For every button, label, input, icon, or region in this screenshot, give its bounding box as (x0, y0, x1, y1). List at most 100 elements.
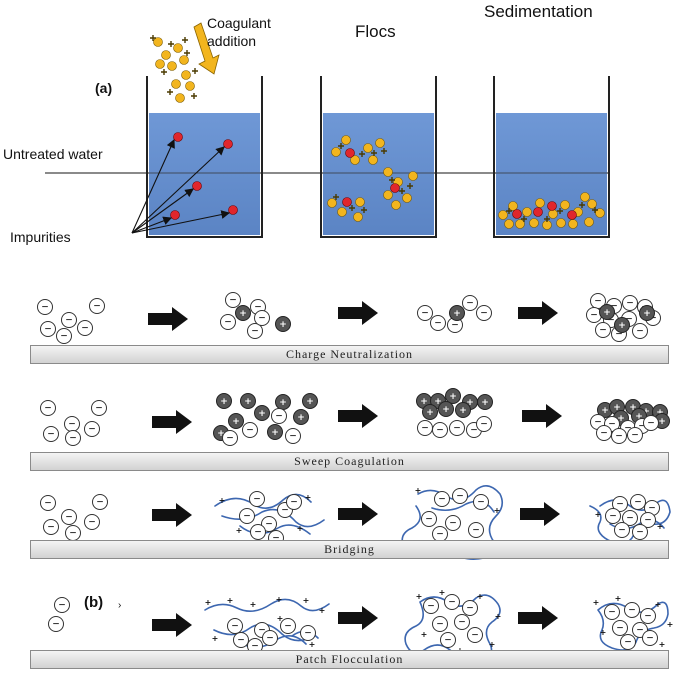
negative-particle (596, 425, 612, 441)
coagulant-particle (529, 218, 539, 228)
positive-sign: + (279, 398, 287, 408)
negative-sign: − (68, 420, 76, 430)
negative-sign: − (289, 432, 297, 442)
polymer-charge: + (236, 526, 243, 535)
polymer-charge: + (477, 592, 484, 601)
negative-sign: − (594, 297, 602, 307)
positive-charge (407, 183, 413, 189)
coagulant-particle (391, 200, 401, 210)
positive-sign: + (258, 409, 266, 419)
mechanism-row-sweep-coagulation: −−−−−−+++++++++−−−−++++++++−−−−−++++++++… (0, 388, 685, 473)
impurities-label: Impurities (10, 229, 71, 245)
negative-particle (242, 422, 258, 438)
impurity-particle (547, 201, 557, 211)
negative-sign: − (254, 528, 262, 538)
negative-particle (91, 400, 107, 416)
transition-arrow (522, 404, 562, 428)
negative-sign: − (647, 419, 655, 429)
negative-sign: − (224, 318, 232, 328)
negative-particle (454, 614, 470, 630)
coagulant-particle (548, 209, 558, 219)
negative-particle (40, 321, 56, 337)
negative-sign: − (625, 315, 633, 325)
coagulant-particle (179, 55, 189, 65)
positive-sign: + (629, 403, 637, 413)
negative-particle (77, 320, 93, 336)
positive-particle (275, 316, 291, 332)
negative-sign: − (616, 500, 624, 510)
coagulant-addition-label: Coagulant addition (207, 15, 271, 49)
mechanism-label-bar: Patch Flocculation (30, 650, 669, 669)
negative-sign: − (44, 325, 52, 335)
negative-sign: − (615, 432, 623, 442)
positive-charge (338, 143, 344, 149)
negative-sign: − (438, 495, 446, 505)
negative-sign: − (434, 319, 442, 329)
negative-particle (445, 515, 461, 531)
negative-sign: − (88, 425, 96, 435)
coagulant-particle (383, 190, 393, 200)
polymer-charge: + (415, 486, 422, 495)
positive-sign: + (232, 417, 240, 427)
coagulant-particle (580, 192, 590, 202)
polymer-charge: + (495, 612, 502, 621)
negative-sign: − (477, 498, 485, 508)
negative-particle (233, 632, 249, 648)
coagulant-particle (167, 61, 177, 71)
coagulant-particle (185, 81, 195, 91)
positive-sign: + (617, 414, 625, 424)
negative-particle (65, 430, 81, 446)
polymer-charge: + (439, 588, 446, 597)
negative-sign: − (266, 634, 274, 644)
negative-sign: − (44, 404, 52, 414)
positive-charge (359, 151, 365, 157)
negative-particle (249, 491, 265, 507)
impurity-particle (533, 207, 543, 217)
negative-particle (622, 510, 638, 526)
positive-sign: + (239, 309, 247, 319)
negative-sign: − (466, 299, 474, 309)
negative-sign: − (251, 642, 259, 652)
polymer-chain (204, 598, 330, 612)
negative-sign: − (93, 302, 101, 312)
positive-sign: + (601, 406, 609, 416)
positive-particle (267, 424, 283, 440)
coagulant-particle (515, 219, 525, 229)
negative-sign: − (65, 513, 73, 523)
negative-sign: − (69, 434, 77, 444)
negative-particle (612, 496, 628, 512)
negative-sign: − (607, 316, 615, 326)
process-diagram (45, 22, 610, 238)
polymer-charge: + (305, 493, 312, 502)
mechanism-label-bar: Bridging (30, 540, 669, 559)
negative-sign: − (258, 626, 266, 636)
positive-charge (349, 205, 355, 211)
negative-sign: − (265, 520, 273, 530)
negative-particle (640, 512, 656, 528)
positive-charge (168, 41, 174, 47)
negative-sign: − (427, 602, 435, 612)
negative-particle (286, 494, 302, 510)
negative-sign: − (453, 424, 461, 434)
coagulant-particle (408, 171, 418, 181)
transition-arrow (518, 301, 558, 325)
negative-particle (92, 494, 108, 510)
coagulant-particle (383, 167, 393, 177)
positive-sign: + (220, 397, 228, 407)
positive-particle (228, 413, 244, 429)
negative-sign: − (638, 422, 646, 432)
positive-particle (438, 401, 454, 417)
negative-particle (271, 408, 287, 424)
untreated-water-label: Untreated water (3, 146, 103, 162)
coagulant-particle (181, 70, 191, 80)
negative-particle (430, 315, 446, 331)
coagulant-particle (331, 147, 341, 157)
negative-particle (627, 427, 643, 443)
negative-sign: − (284, 622, 292, 632)
negative-particle (37, 299, 53, 315)
negative-sign: − (471, 631, 479, 641)
negative-sign: − (60, 332, 68, 342)
positive-sign: + (271, 428, 279, 438)
coagulant-particle (355, 197, 365, 207)
negative-particle (285, 428, 301, 444)
